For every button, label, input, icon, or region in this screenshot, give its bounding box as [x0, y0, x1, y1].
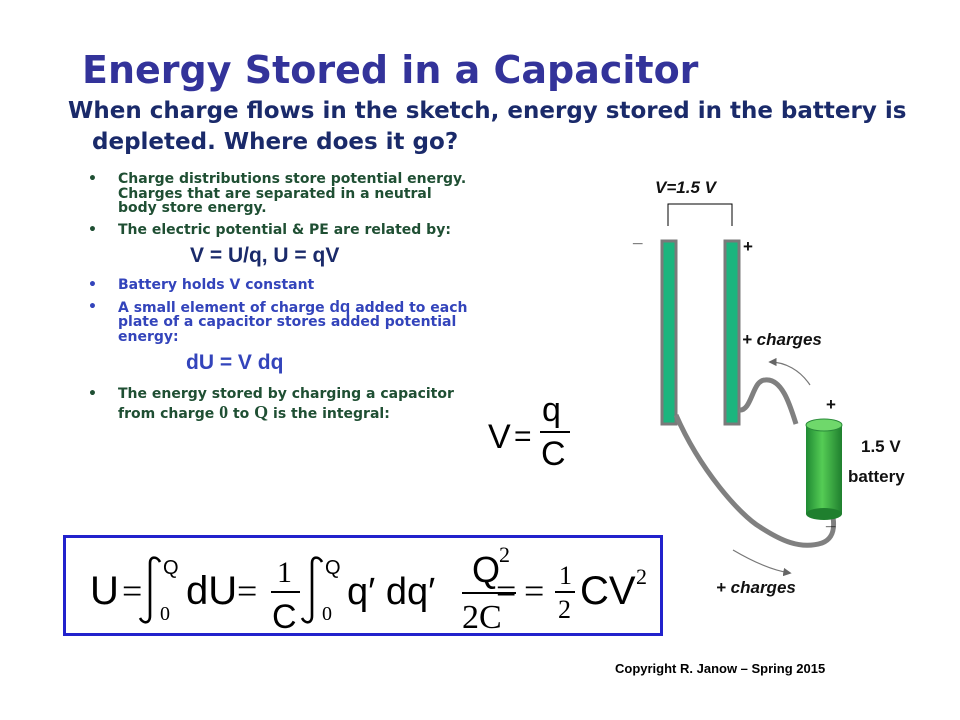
slide-title: Energy Stored in a Capacitor: [82, 48, 699, 92]
integral-box: [63, 535, 663, 636]
vqc-v: V: [488, 418, 511, 456]
bullet-list: Charge distributions store potential ene…: [88, 172, 468, 430]
q-symbol: Q: [254, 402, 269, 422]
vqc-denominator: C: [541, 435, 566, 473]
dq-symbol: dq: [329, 296, 351, 316]
plus-sign: +: [743, 237, 753, 256]
vqc-numerator: q: [542, 391, 561, 429]
voltage-label: V=1.5 V: [655, 178, 718, 197]
left-plate: [660, 239, 678, 426]
right-plate: [723, 239, 741, 426]
bullet-battery-constant: Battery holds V constant: [88, 278, 468, 293]
bullet-charge-distributions: Charge distributions store potential ene…: [88, 172, 468, 216]
battery-minus: _: [825, 510, 836, 529]
flow-arrow-top: [768, 357, 811, 386]
wire-positive: [738, 377, 799, 425]
equation-du-vdq: dU = V dq: [186, 351, 284, 374]
bullet-text: The energy stored by charging a capacito…: [118, 386, 454, 422]
zero-symbol: 0: [219, 402, 229, 422]
charges-label-top: + charges: [742, 330, 822, 349]
bullet-small-element: A small element of charge dq added to ea…: [88, 296, 468, 345]
battery-top: [805, 418, 843, 432]
voltage-bracket: [667, 203, 733, 226]
bullet-text: is the integral:: [268, 406, 390, 422]
copyright: Copyright R. Janow – Spring 2015: [615, 661, 826, 676]
wire-negative: [673, 413, 837, 548]
bullet-text: added to each plate of a capacitor store…: [118, 299, 468, 345]
bullet-energy-integral: The energy stored by charging a capacito…: [88, 385, 468, 423]
bullet-potential-relation: The electric potential & PE are related …: [88, 222, 468, 238]
battery-bottom: [806, 508, 842, 520]
battery-word: battery: [848, 467, 905, 486]
equation-v-u-q: V = U/q, U = qV: [190, 244, 340, 267]
charges-label-bottom: + charges: [716, 578, 796, 597]
minus-sign: _: [632, 227, 643, 246]
battery-voltage: 1.5 V: [861, 437, 901, 456]
battery-plus: +: [826, 395, 836, 414]
battery-body: [806, 425, 842, 514]
slide-subtitle: When charge flows in the sketch, energy …: [68, 98, 907, 155]
flow-arrow-bottom: [732, 549, 792, 577]
bullet-text: A small element of charge: [118, 299, 330, 316]
vqc-equals: =: [514, 420, 532, 453]
bullet-text: to: [228, 406, 255, 422]
